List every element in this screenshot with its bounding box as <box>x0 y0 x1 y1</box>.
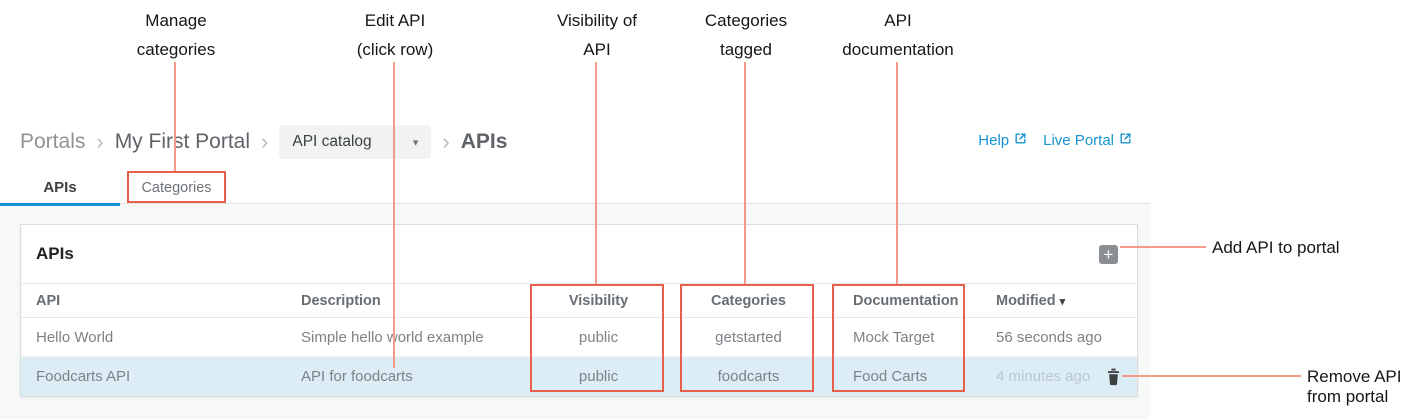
chevron-down-icon: ▾ <box>412 136 419 149</box>
annotation-line-add-api <box>1120 246 1206 248</box>
cell-modified: 56 seconds ago <box>996 328 1102 346</box>
catalog-dropdown-value: API catalog <box>292 133 372 150</box>
cell-documentation: Food Carts <box>853 368 928 385</box>
column-header-categories[interactable]: Categories <box>711 292 786 309</box>
cell-api: Hello World <box>36 328 114 346</box>
chevron-right-icon: › <box>261 129 269 154</box>
cell-visibility: public <box>578 328 619 346</box>
column-header-description[interactable]: Description <box>301 292 381 309</box>
annotation-label-remove-api: Remove API from portal <box>1307 367 1402 406</box>
breadcrumb-portal-name[interactable]: My First Portal <box>114 130 251 153</box>
help-link[interactable]: Help <box>978 132 1027 149</box>
breadcrumb-current-page: APIs <box>460 130 508 153</box>
annotation-line-categories <box>744 62 746 284</box>
cell-categories: foodcarts <box>717 368 780 385</box>
tab-bar: APIs Categories <box>0 171 1150 206</box>
column-header-documentation[interactable]: Documentation <box>853 292 959 309</box>
annotation-line-remove-api <box>1122 375 1301 377</box>
cell-visibility: public <box>578 368 619 385</box>
table-row[interactable]: Foodcarts API API for foodcarts public f… <box>21 357 1137 396</box>
column-header-modified-label: Modified <box>996 292 1056 309</box>
live-portal-link[interactable]: Live Portal <box>1043 132 1132 149</box>
column-header-modified[interactable]: Modified▾ <box>996 293 1137 309</box>
help-link-label: Help <box>978 132 1010 149</box>
annotation-line-documentation <box>896 62 898 284</box>
cell-categories: getstarted <box>715 328 782 346</box>
tab-apis[interactable]: APIs <box>0 171 120 206</box>
cell-documentation: Mock Target <box>853 328 935 346</box>
annotation-line-manage-categories <box>174 62 176 171</box>
catalog-dropdown[interactable]: API catalog ▾ <box>279 125 432 159</box>
delete-api-button[interactable] <box>1106 368 1121 386</box>
cell-modified: 4 minutes ago <box>996 368 1091 385</box>
breadcrumb-portals-link[interactable]: Portals <box>20 130 86 153</box>
tab-categories-label: Categories <box>141 179 212 196</box>
live-portal-link-label: Live Portal <box>1043 132 1114 149</box>
table-header-row: API Description Visibility Categories Do… <box>21 283 1137 318</box>
tab-categories[interactable]: Categories <box>127 171 226 204</box>
annotation-label-edit-api: Edit API(click row) <box>356 11 434 59</box>
tab-apis-label: APIs <box>43 179 77 196</box>
cell-api: Foodcarts API <box>36 368 131 385</box>
trash-icon <box>1106 368 1121 389</box>
annotation-line-visibility <box>595 62 597 284</box>
table-row[interactable]: Hello World Simple hello world example p… <box>21 318 1137 357</box>
header-links: Help Live Portal <box>978 132 1132 149</box>
external-link-icon <box>1014 132 1027 149</box>
column-header-api[interactable]: API <box>36 292 61 309</box>
column-header-visibility[interactable]: Visibility <box>568 292 629 309</box>
active-tab-underline <box>0 203 120 206</box>
chevron-right-icon: › <box>442 129 450 154</box>
panel-title: APIs <box>36 244 74 263</box>
add-api-button[interactable]: + <box>1099 244 1118 264</box>
breadcrumb: Portals › My First Portal › API catalog … <box>20 124 507 160</box>
apis-panel-header: APIs + <box>21 225 1137 283</box>
annotation-line-edit-api <box>393 62 395 368</box>
cell-description: API for foodcarts <box>301 368 413 385</box>
external-link-icon <box>1119 132 1132 149</box>
cell-description: Simple hello world example <box>301 328 484 346</box>
apis-panel: APIs + API Description Visibility Catego… <box>20 224 1138 397</box>
annotation-label-add-api: Add API to portal <box>1212 238 1340 257</box>
chevron-right-icon: › <box>96 129 104 154</box>
sort-descending-icon: ▾ <box>1059 295 1066 308</box>
